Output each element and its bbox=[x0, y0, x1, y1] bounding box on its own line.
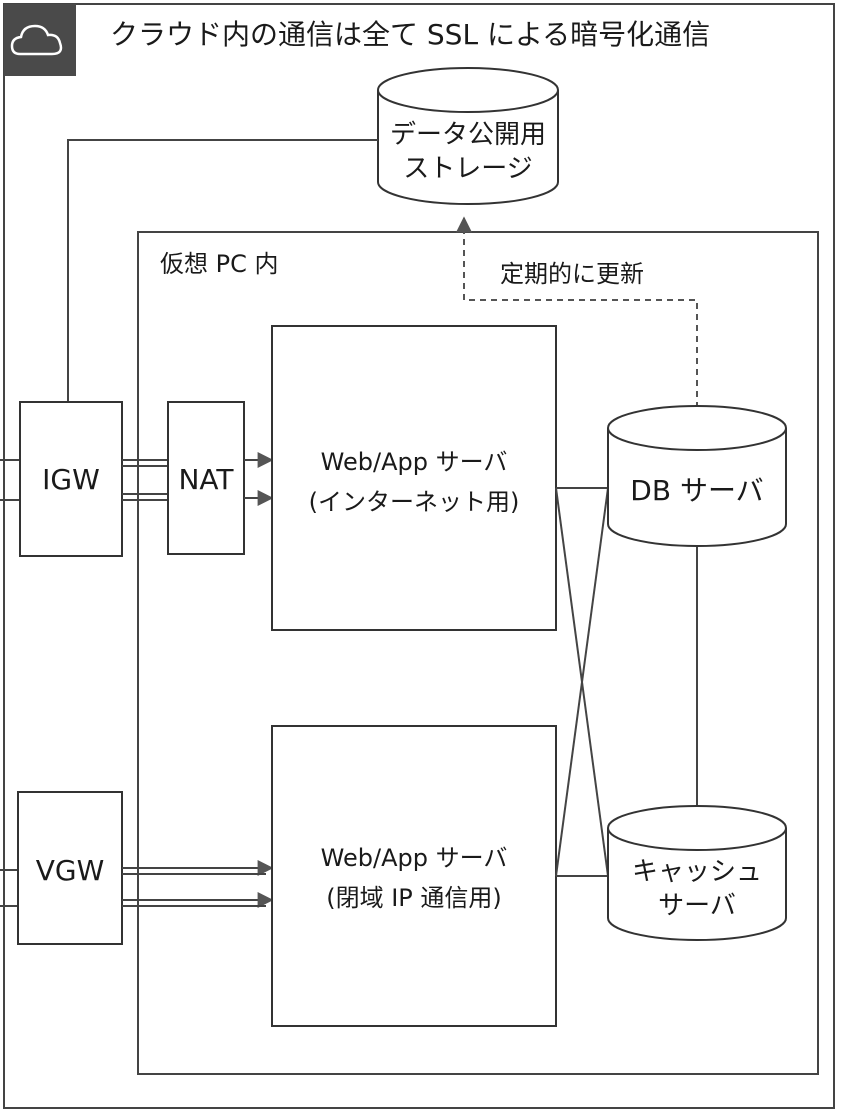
cloud-icon bbox=[4, 4, 76, 76]
web-internet-label-1: Web/App サーバ bbox=[321, 448, 508, 476]
update-label: 定期的に更新 bbox=[500, 260, 644, 288]
cloud-title: クラウド内の通信は全て SSL による暗号化通信 bbox=[110, 18, 710, 51]
storage-cylinder bbox=[377, 67, 559, 205]
cache-label-2: サーバ bbox=[658, 891, 736, 921]
web-closed-box bbox=[271, 725, 557, 1027]
db-cylinder bbox=[607, 405, 787, 547]
web-closed-label-2: (閉域 IP 通信用) bbox=[326, 884, 502, 912]
igw-label: IGW bbox=[42, 463, 100, 496]
igw-storage-link bbox=[67, 139, 378, 402]
db-label: DB サーバ bbox=[630, 474, 763, 507]
web-internet-label-2: (インターネット用) bbox=[309, 488, 520, 516]
storage-label-2: ストレージ bbox=[403, 154, 532, 184]
web-closed-label-1: Web/App サーバ bbox=[321, 844, 508, 872]
nat-box bbox=[167, 401, 245, 555]
cache-label-1: キャッシュ bbox=[632, 857, 762, 887]
igw-box bbox=[19, 401, 123, 557]
vgw-label: VGW bbox=[36, 854, 105, 887]
db-storage-update-link bbox=[456, 216, 698, 408]
cloud-boundary bbox=[3, 3, 835, 1109]
web-internet-box bbox=[271, 325, 557, 631]
storage-label-1: データ公開用 bbox=[390, 120, 546, 150]
cache-cylinder bbox=[607, 805, 787, 941]
vpc-label: 仮想 PC 内 bbox=[160, 250, 279, 278]
vpc-boundary bbox=[137, 231, 819, 1075]
web-closed-db-link bbox=[555, 487, 609, 877]
nat-label: NAT bbox=[178, 463, 234, 496]
